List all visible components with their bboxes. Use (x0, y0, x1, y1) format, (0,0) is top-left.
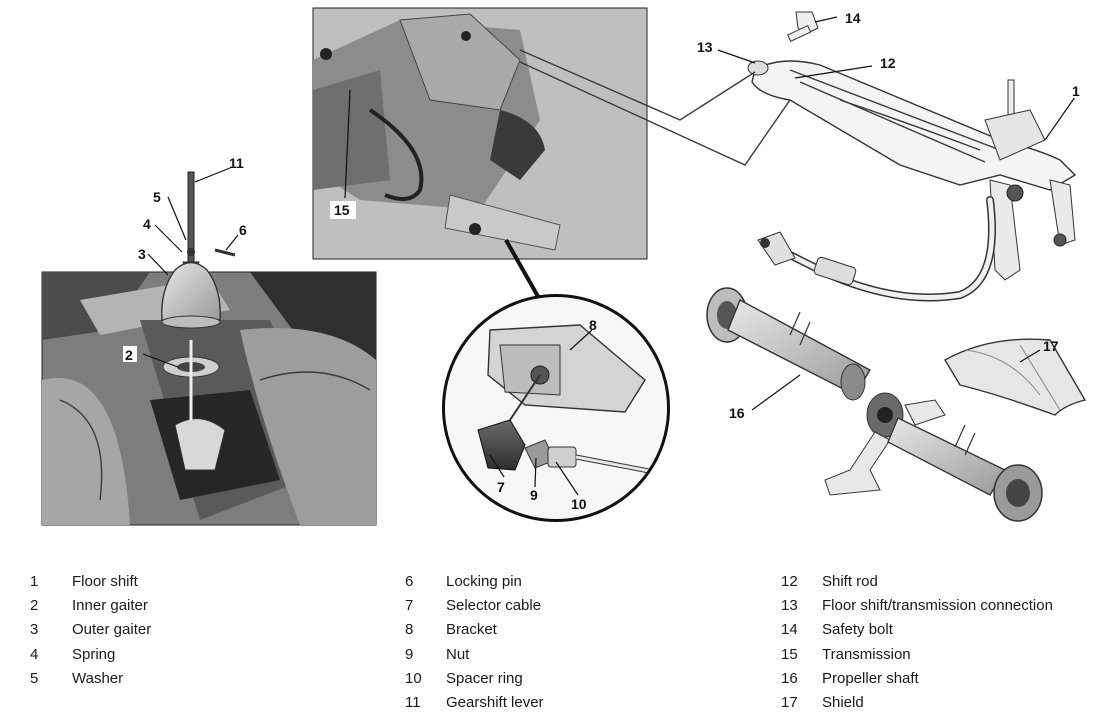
callout-1: 1 (1072, 83, 1080, 99)
legend-label: Gearshift lever (446, 693, 544, 711)
legend-label: Shield (822, 693, 864, 711)
legend-number: 17 (781, 693, 798, 711)
legend-number: 3 (30, 621, 39, 639)
connection-lines (504, 49, 791, 301)
callout-5: 5 (153, 189, 161, 205)
callout-9: 9 (530, 487, 538, 503)
legend-label: Floor shift/transmission connection (822, 597, 1053, 615)
legend-label: Selector cable (446, 597, 542, 615)
callout-2: 2 (125, 347, 133, 363)
legend-number: 7 (405, 597, 414, 615)
callout-7: 7 (497, 479, 505, 495)
parts-legend: 1 Floor shift 2 Inner gaiter 3 Outer gaiter… (0, 570, 1100, 715)
selector-cable (757, 196, 996, 302)
callout-14: 14 (845, 10, 861, 26)
legend-number: 8 (405, 621, 414, 639)
legend-label: Inner gaiter (72, 597, 148, 615)
callout-8: 8 (589, 317, 597, 333)
legend-label: Floor shift (72, 573, 138, 590)
legend-number: 15 (781, 645, 798, 663)
callout-labels: 1 2 3 4 5 6 7 8 9 10 11 12 13 14 15 16 1… (123, 10, 1084, 512)
legend-label: Safety bolt (822, 621, 893, 639)
legend-number: 4 (30, 645, 39, 663)
legend-number: 1 (30, 573, 39, 590)
legend-label: Outer gaiter (72, 621, 152, 639)
transmission-photo (312, 7, 648, 260)
leader-lines (142, 16, 1076, 496)
legend-number: 12 (781, 573, 798, 590)
legend-number: 6 (405, 573, 414, 590)
detail-circle (442, 294, 670, 522)
legend-number: 13 (781, 597, 798, 615)
legend-number: 5 (30, 669, 39, 687)
legend-label: Transmission (822, 645, 911, 663)
callout-13: 13 (697, 39, 713, 55)
legend-label: Bracket (446, 621, 497, 639)
legend-label: Spacer ring (446, 669, 523, 687)
callout-3: 3 (138, 246, 146, 262)
legend-number: 16 (781, 669, 798, 687)
callout-12: 12 (880, 55, 896, 71)
callout-4: 4 (143, 216, 151, 232)
legend-label: Locking pin (446, 573, 522, 590)
floor-shift-assembly (747, 11, 1077, 281)
legend-label: Spring (72, 645, 116, 663)
callout-10: 10 (571, 496, 587, 512)
legend-label: Shift rod (822, 573, 878, 590)
legend-number: 9 (405, 645, 414, 663)
gearshift-lever-assembly (161, 171, 236, 420)
legend-number: 2 (30, 597, 39, 615)
legend-label: Washer (72, 669, 124, 687)
propeller-shaft (706, 287, 1043, 522)
legend-number: 10 (405, 669, 422, 687)
legend-number: 14 (781, 621, 798, 639)
legend-label: Nut (446, 645, 470, 663)
shield (944, 338, 1087, 416)
callout-16: 16 (729, 405, 745, 421)
callout-6: 6 (239, 222, 247, 238)
callout-17: 17 (1043, 338, 1059, 354)
legend-label: Propeller shaft (822, 669, 919, 687)
exploded-diagram: 1 2 3 4 5 6 7 8 9 10 11 12 13 14 15 16 1… (41, 7, 1087, 526)
legend-number: 11 (405, 693, 421, 711)
callout-11: 11 (229, 155, 244, 171)
callout-15: 15 (334, 202, 350, 218)
